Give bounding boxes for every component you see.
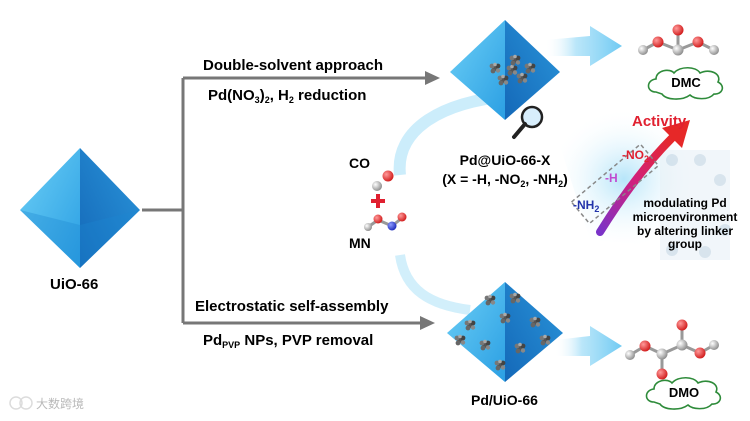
top-cond-sub: 2 [288, 95, 294, 105]
subst-sub: 2 [520, 179, 526, 189]
watermark-text: 大数跨境 [36, 397, 85, 411]
h-label: -H [605, 171, 618, 185]
top-arrowhead [425, 71, 440, 85]
dmo-cloud [645, 376, 722, 410]
pd-uio66-label: Pd/UiO-66 [471, 392, 538, 408]
bottom-arrowhead [420, 316, 435, 330]
no2-label: -NO2 [622, 149, 649, 164]
top-conditions-label: Pd(NO3)2, H2 reduction [208, 88, 366, 105]
mn-label: MN [349, 235, 371, 251]
subst-part: ) [563, 171, 568, 187]
nh2-sub: 2 [594, 204, 600, 214]
dmc-cloud [647, 66, 724, 100]
dmc-label: DMC [671, 75, 701, 90]
no2-sub: 2 [644, 154, 650, 164]
plus-icon [371, 194, 385, 208]
linker-group-box [570, 143, 660, 225]
bottom-conditions-label: PdPVP NPs, PVP removal [203, 333, 373, 350]
subst-part: , -NH [525, 171, 559, 187]
lower-flow-arc [395, 254, 471, 315]
uio66-label: UiO-66 [50, 276, 99, 293]
electrostatic-label: Electrostatic self-assembly [195, 298, 389, 315]
modulating-label: modulating Pd microenvironment by alteri… [632, 196, 738, 252]
dmc-molecule-icon [638, 24, 719, 56]
nh2-label: -NH2 [573, 199, 599, 214]
pd-uio66-octahedron [447, 282, 563, 382]
mn-molecule-icon [364, 212, 407, 231]
activity-arrow [596, 134, 676, 236]
top-cond-sub: 2 [264, 95, 270, 105]
top-cond-sub: 3 [254, 95, 260, 105]
bottom-cond-part: NPs, PVP removal [240, 332, 374, 349]
double-solvent-label: Double-solvent approach [203, 57, 384, 74]
subst-sub: 2 [558, 179, 564, 189]
bottom-cond-part: Pd [203, 332, 223, 349]
dmo-molecule-icon [625, 319, 719, 380]
pd-uio66-x-label: Pd@UiO-66-X [459, 152, 551, 168]
branch-arrows [142, 76, 425, 325]
co-label: CO [349, 155, 370, 171]
top-cond-part: reduction [293, 87, 367, 104]
pd-uio66-x-octahedron [450, 20, 560, 120]
top-cond-part: , H [269, 87, 289, 104]
no2-part: -NO [622, 148, 644, 162]
bottom-product-arrow [555, 326, 622, 366]
top-product-arrow [545, 26, 622, 66]
magnifier-icon [512, 105, 544, 139]
bottom-cond-sub: PVP [222, 340, 241, 350]
logo-icon [9, 396, 33, 410]
dmo-label: DMO [668, 385, 700, 400]
activity-arrowhead [662, 120, 690, 148]
activity-label: Activity [632, 113, 687, 130]
nh2-part: -NH [573, 198, 595, 212]
pd-uio66-x-substituents: (X = -H, -NO2, -NH2) [420, 172, 590, 189]
top-cond-part: Pd(NO [208, 87, 255, 104]
framework-lattice [660, 150, 731, 260]
uio66-octahedron [20, 148, 140, 268]
top-cond-part: ) [259, 87, 265, 104]
co-molecule-icon [372, 170, 394, 191]
subst-part: (X = -H, -NO [442, 171, 521, 187]
